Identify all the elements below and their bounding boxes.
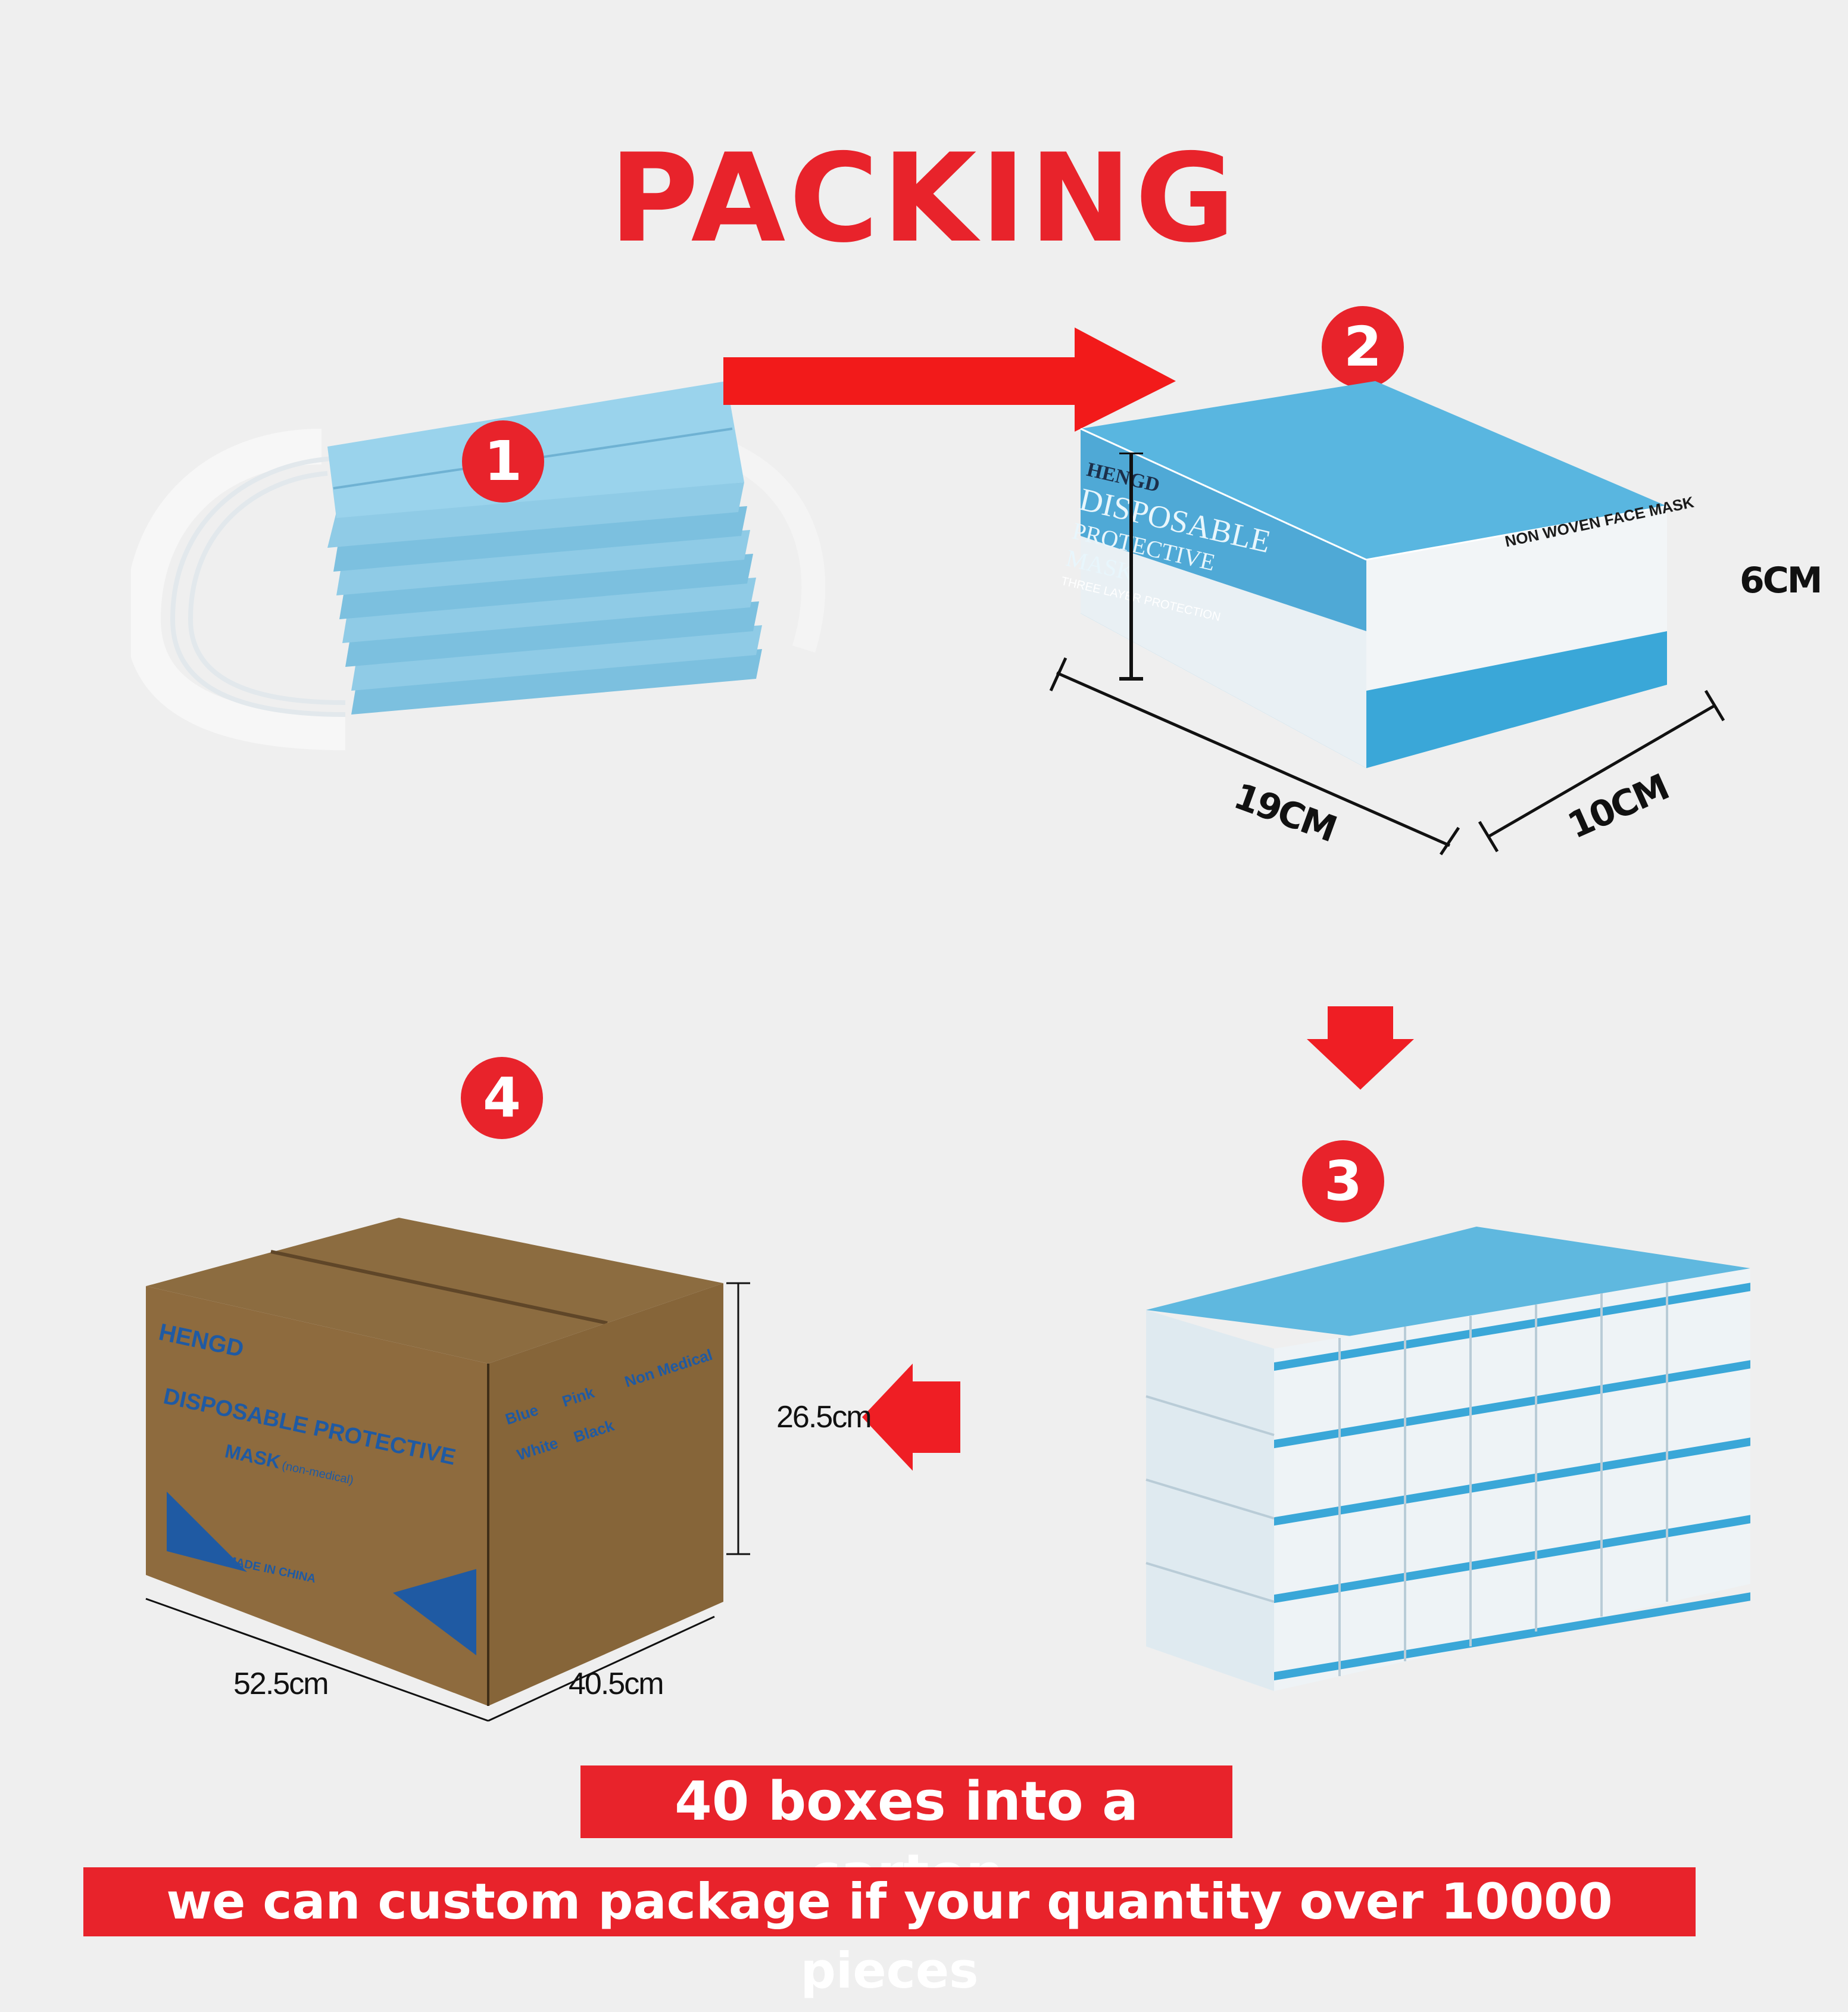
mask-box-image — [1080, 381, 1668, 768]
carton-subnote: (non-medical) — [280, 1459, 355, 1487]
box-length-line — [1049, 657, 1725, 856]
mask-stack-image — [131, 381, 826, 750]
arrow-left-icon — [862, 1364, 960, 1471]
carton-image — [145, 1218, 750, 1722]
step-4-badge: 4 — [461, 1057, 543, 1139]
carton-length-label: 52.5cm — [233, 1667, 329, 1701]
step-2-badge: 2 — [1322, 306, 1404, 388]
custom-package-banner: we can custom package if your quantity o… — [83, 1867, 1696, 1999]
box-stack-image — [1145, 1227, 1750, 1691]
step-1-badge: 1 — [462, 420, 544, 503]
carton-width-label: 40.5cm — [569, 1667, 664, 1701]
page-title: PACKING — [609, 128, 1239, 270]
carton-count-banner: 40 boxes into a carton — [580, 1765, 1232, 1905]
arrow-right-icon — [723, 327, 1176, 432]
box-dimension-lines — [1119, 453, 1143, 681]
carton-height-label: 26.5cm — [776, 1400, 872, 1434]
carton-subtitle: MASK — [223, 1440, 283, 1473]
step-3-badge: 3 — [1302, 1140, 1384, 1222]
arrow-down-icon — [1307, 1006, 1414, 1090]
box-height-label: 6CM — [1740, 560, 1822, 601]
